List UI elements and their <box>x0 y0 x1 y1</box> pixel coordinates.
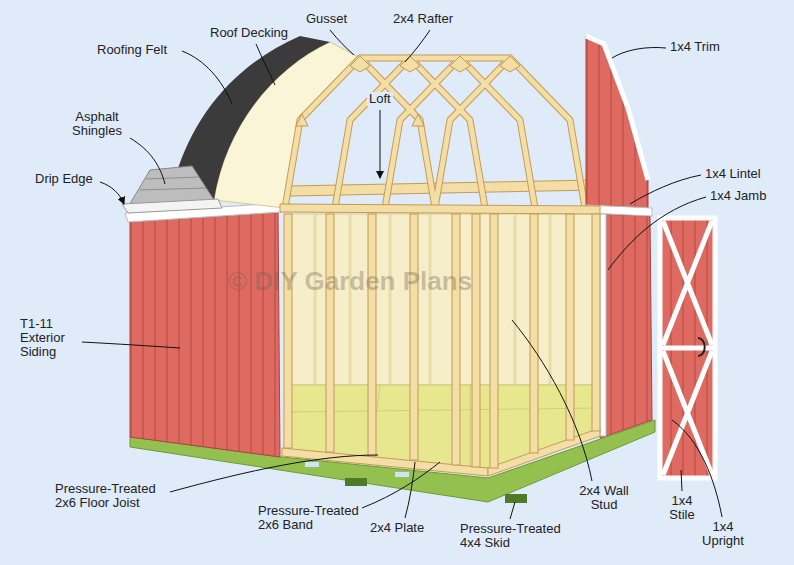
part-label: 1x4 Trim <box>670 40 720 54</box>
leader-lines <box>82 30 722 519</box>
gable-trim <box>586 36 648 180</box>
part-label: Roof Decking <box>210 26 288 40</box>
part-label: Loft <box>367 92 393 106</box>
floor-joist-end <box>395 472 409 477</box>
shingle-rows <box>140 177 206 190</box>
watermark: © DIY Garden Plans <box>228 266 472 296</box>
part-label: T1-11 Exterior Siding <box>20 317 80 359</box>
part-label: Pressure-Treated 4x4 Skid <box>460 522 572 550</box>
part-label: Gusset <box>306 12 347 26</box>
wall-studs <box>284 214 600 468</box>
part-label: 1x4 Jamb <box>710 189 766 203</box>
door <box>660 218 715 478</box>
skid <box>345 478 367 486</box>
top-plate <box>280 204 600 214</box>
floor-joist-end <box>305 462 319 467</box>
part-label: 1x4 Stile <box>665 494 699 522</box>
door-braces <box>662 221 713 475</box>
part-label: 2x4 Plate <box>370 521 424 535</box>
part-label: Roofing Felt <box>97 43 167 57</box>
left-wall <box>130 208 280 457</box>
door-handle <box>698 338 705 356</box>
part-label: Pressure-Treated 2x6 Band <box>258 504 370 532</box>
part-label: 2x4 Rafter <box>393 12 453 26</box>
gussets <box>296 56 520 126</box>
part-label: 2x4 Wall Stud <box>572 484 636 512</box>
skid <box>505 494 527 503</box>
jamb <box>600 214 606 436</box>
part-label: 1x4 Lintel <box>705 167 761 181</box>
drip-edge <box>122 199 222 213</box>
right-gable <box>586 36 648 212</box>
bottom-plate <box>488 428 600 476</box>
part-label: Drip Edge <box>35 172 93 186</box>
back-studs <box>315 214 550 385</box>
part-label: Pressure-Treated 2x6 Floor Joist <box>55 482 167 510</box>
part-label: Asphalt Shingles <box>66 110 128 138</box>
part-label: 1x4 Upright <box>697 520 749 548</box>
